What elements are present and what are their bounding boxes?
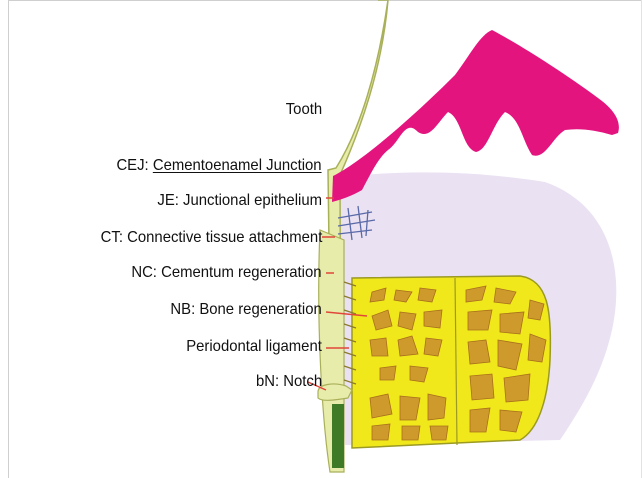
notch-marker xyxy=(318,384,352,400)
label-cej: CEJ: Cementoenamel Junction xyxy=(117,157,322,175)
alveolar-bone xyxy=(352,276,550,448)
root-green-band xyxy=(332,404,344,468)
label-tooth: Tooth xyxy=(286,101,322,119)
label-je: JE: Junctional epithelium xyxy=(157,192,322,210)
label-nc: NC: Cementum regeneration xyxy=(132,264,322,282)
label-cej-abbr: CEJ: xyxy=(117,157,149,174)
label-bn: bN: Notch xyxy=(256,373,322,391)
label-ct: CT: Connective tissue attachment xyxy=(100,229,322,247)
label-pdl: Periodontal ligament xyxy=(186,338,322,356)
label-cej-full: Cementoenamel Junction xyxy=(153,157,322,174)
label-nb: NB: Bone regeneration xyxy=(171,301,322,319)
